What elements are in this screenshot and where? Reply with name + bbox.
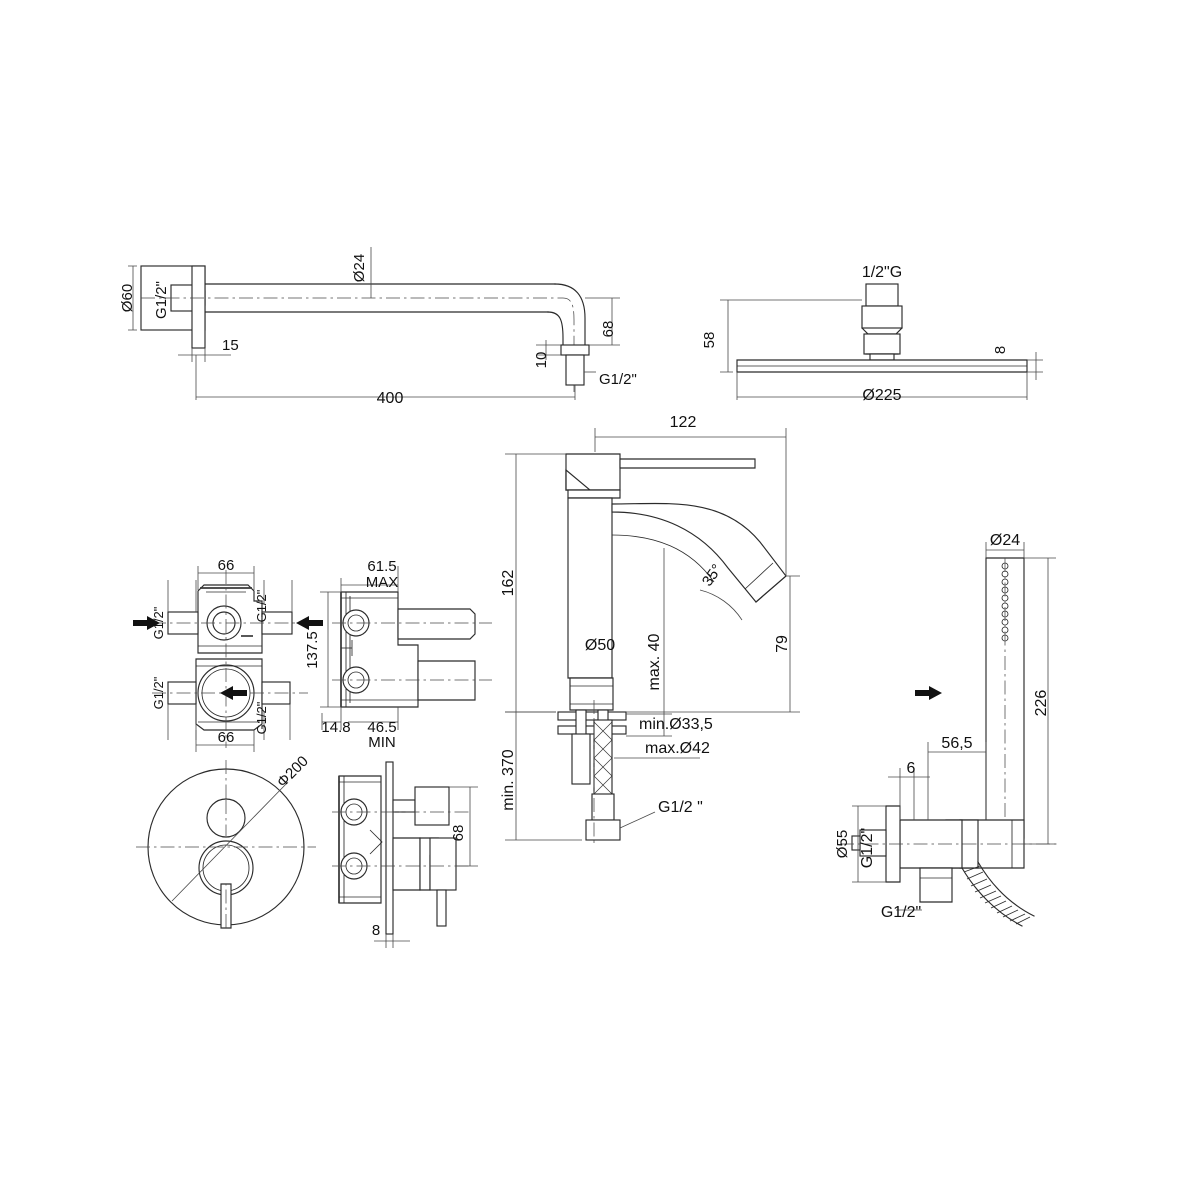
label-valve-width-top: 66 (218, 557, 235, 574)
label-valve-port-right-bottom: G1/2" (254, 701, 269, 734)
label-arm-flange-thread: G1/2" (153, 281, 170, 319)
label-handshower-length: 226 (1033, 690, 1050, 717)
view-shower-head (720, 283, 1043, 400)
label-head-height: 58 (701, 332, 718, 349)
label-valve-depth-min-note: MIN (368, 734, 396, 751)
label-valve-front-offset: 14.8 (321, 719, 350, 736)
label-valve-depth-max: 61.5 (367, 558, 396, 575)
label-valve-width-bottom: 66 (218, 729, 235, 746)
label-arm-flange-depth: 15 (222, 337, 239, 354)
label-arm-outlet-collar: 10 (533, 352, 550, 369)
view-trim-plate-side (332, 761, 478, 948)
label-mixer-total-height: 162 (500, 570, 517, 597)
label-head-diameter: Ø225 (862, 387, 901, 404)
label-mixer-base-dia: Ø50 (585, 637, 615, 654)
arrow-left-top (133, 616, 160, 630)
label-valve-port-left-bottom: G1/2" (151, 676, 166, 709)
label-valve-port-right-top: G1/2" (254, 589, 269, 622)
label-arm-flange-dia: Ø60 (119, 284, 136, 312)
label-handshower-dia: Ø24 (990, 532, 1020, 549)
label-mixer-hole-max: max.Ø42 (645, 740, 710, 757)
label-valve-port-left-top: G1/2" (151, 606, 166, 639)
view-shower-arm (128, 247, 620, 400)
label-valve-depth-max-note: MAX (366, 574, 399, 591)
label-handshower-plate-thickness: 6 (907, 760, 916, 777)
label-mixer-hose-length: min. 370 (500, 749, 517, 810)
arrow-right-top (296, 616, 323, 630)
label-mixer-spout-reach: 122 (670, 414, 697, 431)
label-arm-length: 400 (377, 390, 404, 407)
label-mixer-aerator-angle: 35° (699, 561, 726, 589)
arrow-right-bottom (915, 686, 942, 700)
label-handshower-flange-dia: Ø55 (834, 830, 851, 858)
label-mixer-spout-height: 79 (774, 635, 791, 653)
label-trim-plate-thickness: 8 (372, 922, 380, 939)
label-arm-tube-dia: Ø24 (351, 254, 368, 282)
label-valve-depth-min: 46.5 (367, 719, 396, 736)
label-arm-outlet-drop: 68 (600, 321, 617, 338)
label-mixer-hose-thread: G1/2 " (658, 799, 703, 816)
label-handshower-bracket-reach: 56,5 (941, 735, 972, 752)
view-basin-mixer (505, 428, 800, 845)
label-trim-diameter: Φ200 (274, 753, 312, 791)
view-valve-body-side (320, 566, 492, 730)
view-trim-plate-front (136, 760, 316, 929)
label-mixer-hole-min: min.Ø33,5 (639, 716, 713, 733)
label-trim-projection: 68 (450, 825, 467, 842)
label-mixer-max-thickness: max. 40 (646, 633, 663, 690)
label-head-inlet-thread: 1/2"G (862, 264, 902, 281)
label-valve-height: 137.5 (304, 631, 321, 669)
label-handshower-outlet-thread: G1/2" (881, 904, 921, 921)
label-head-plate-thickness: 8 (992, 346, 1009, 354)
view-valve-body-front (133, 566, 942, 752)
label-handshower-inlet-thread: G1/2" (859, 828, 876, 868)
hose-coils (963, 865, 1031, 925)
arrow-left-bottom (220, 686, 247, 700)
view-hand-shower (840, 542, 1060, 927)
label-arm-outlet-thread: G1/2" (599, 371, 637, 388)
